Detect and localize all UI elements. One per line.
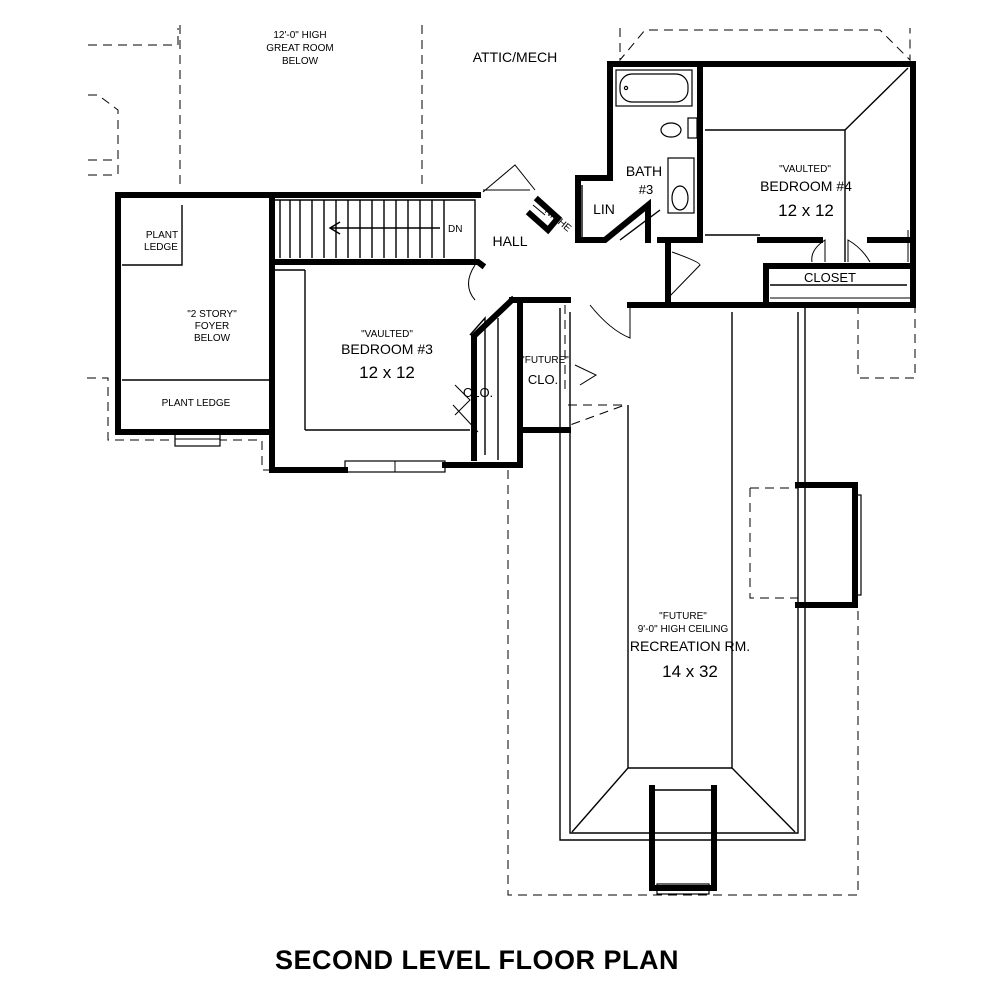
great-room-line-3: BELOW: [282, 56, 319, 67]
plan-title: SECOND LEVEL FLOOR PLAN: [275, 945, 679, 975]
labels: 12'-0" HIGH GREAT ROOM BELOW ATTIC/MECH …: [144, 30, 856, 975]
future-closet-1: "FUTURE": [521, 355, 569, 366]
dashed-outlines: [87, 25, 916, 896]
inner-outlines: [122, 67, 909, 841]
bedroom3-note: "VAULTED": [361, 329, 413, 340]
bedroom3-name: BEDROOM #3: [341, 341, 433, 357]
bedroom4-name: BEDROOM #4: [760, 178, 852, 194]
bath-label-1: BATH: [626, 163, 662, 179]
linen-label: LIN: [593, 201, 615, 217]
hall-label: HALL: [492, 233, 527, 249]
bedroom4-size: 12 x 12: [778, 201, 834, 220]
plant-ledge-top-2: LEDGE: [144, 242, 178, 253]
recreation-name: RECREATION RM.: [630, 638, 750, 654]
walls: [115, 61, 916, 891]
great-room-line-1: 12'-0" HIGH: [273, 30, 326, 41]
plant-ledge-top-1: PLANT: [146, 230, 178, 241]
great-room-line-2: GREAT ROOM: [266, 43, 333, 54]
bedroom4-note: "VAULTED": [779, 164, 831, 175]
attic-label: ATTIC/MECH: [473, 49, 558, 65]
closet3-label: CLO.: [463, 385, 493, 400]
future-closet-2: CLO.: [528, 372, 558, 387]
stairs: [279, 200, 445, 258]
recreation-note-2: 9'-0" HIGH CEILING: [638, 624, 729, 635]
foyer-line-2: FOYER: [195, 321, 229, 332]
foyer-line-1: "2 STORY": [187, 309, 237, 320]
bedroom3-size: 12 x 12: [359, 363, 415, 382]
bath-label-2: #3: [639, 182, 653, 197]
bath-fixtures: [615, 69, 698, 214]
closet4-label: CLOSET: [804, 270, 856, 285]
recreation-note-1: "FUTURE": [659, 611, 707, 622]
stair-dn-label: DN: [448, 224, 462, 235]
doors-windows: [174, 164, 910, 895]
recreation-size: 14 x 32: [662, 662, 718, 681]
plant-ledge-bottom: PLANT LEDGE: [162, 398, 231, 409]
foyer-line-3: BELOW: [194, 333, 231, 344]
